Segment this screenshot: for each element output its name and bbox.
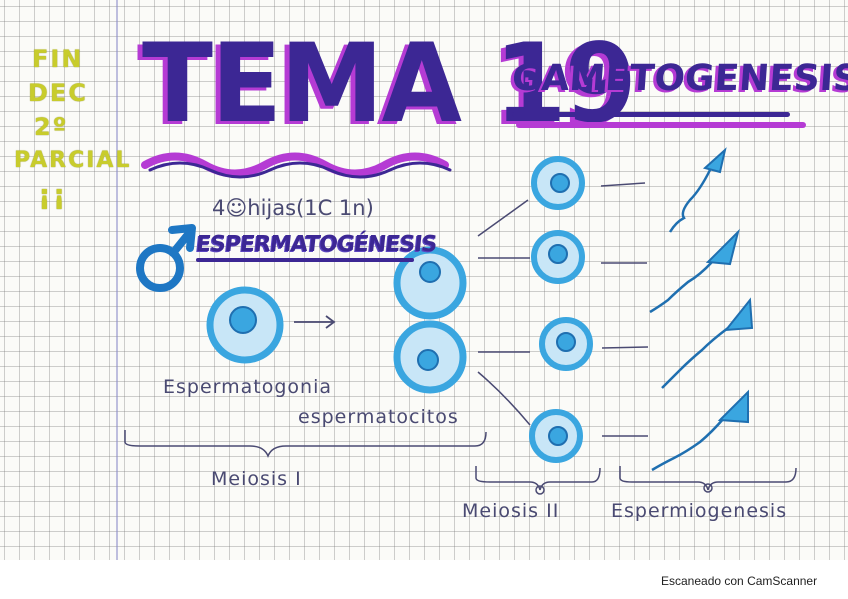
- connector-lines: [478, 200, 530, 425]
- label-meiosis-1: Meiosis I: [211, 468, 302, 490]
- label-spermatocytes: espermatocitos: [298, 406, 459, 428]
- title-wave-underline-dark: [150, 163, 450, 177]
- sperm-cell: [652, 392, 748, 470]
- spermatid-cell: [542, 320, 590, 368]
- male-symbol-icon: [140, 228, 192, 288]
- label-spermatogonium: Espermatogonia: [163, 376, 332, 398]
- daughters-note: 4☺hijas(1C 1n): [212, 196, 374, 220]
- meiosis-1-brace: [125, 430, 486, 456]
- section-underline: [196, 258, 414, 262]
- label-meiosis-2: Meiosis II: [462, 500, 559, 522]
- diagram-drawing: [0, 0, 848, 560]
- spermatid-cell: [532, 412, 580, 460]
- label-spermiogenesis: Espermiogenesis: [611, 500, 787, 522]
- arrow-icon: [294, 316, 334, 328]
- scanner-credit: Escaneado con CamScanner: [661, 574, 817, 588]
- sperm-cell: [650, 232, 738, 312]
- sperm-cell: [670, 150, 725, 232]
- sperm-cell: [662, 300, 752, 388]
- spermatid-cell: [534, 233, 582, 281]
- spermatogonium-cell: [210, 290, 280, 360]
- section-title: ESPERMATOGÉNESIS: [195, 232, 438, 257]
- spermatocyte-cell: [397, 324, 463, 390]
- spermatid-cell: [534, 159, 582, 207]
- spermiogenesis-brace: [620, 466, 796, 490]
- connector-dashes: [601, 183, 648, 436]
